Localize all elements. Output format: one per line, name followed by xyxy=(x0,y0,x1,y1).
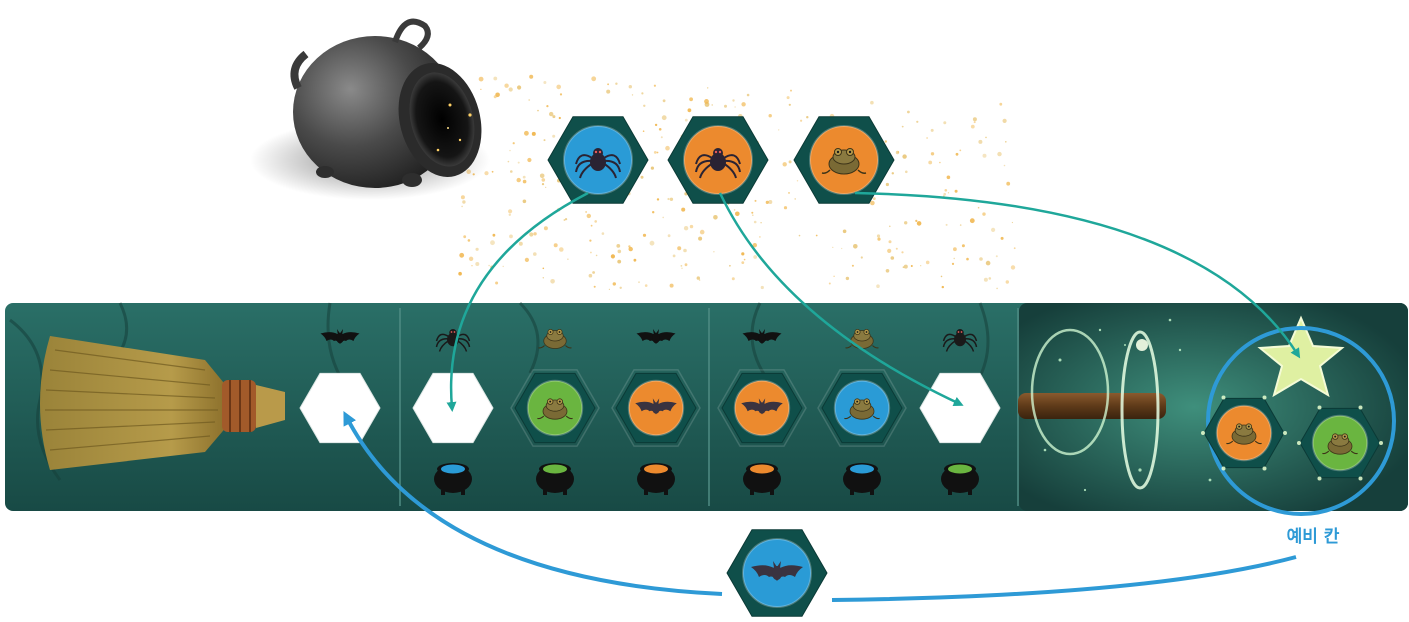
broom-image xyxy=(40,336,285,470)
magic-wand xyxy=(1018,328,1166,490)
cauldron-image xyxy=(250,18,490,200)
toad-icon xyxy=(844,398,880,420)
bat-icon xyxy=(320,329,360,344)
empty-hex-slot[interactable] xyxy=(919,372,1001,444)
arrow-blue-left xyxy=(343,411,723,596)
bat-icon xyxy=(751,561,803,581)
arrow-spider-orange-to-space xyxy=(718,192,964,406)
cauldron-icon xyxy=(743,463,781,495)
cauldron-icon xyxy=(434,463,472,495)
cauldron-icon xyxy=(941,463,979,495)
arrow-blue-right xyxy=(831,555,1297,602)
toad-icon xyxy=(538,329,572,349)
bat-icon xyxy=(742,329,782,344)
toad-icon xyxy=(821,148,867,175)
spider-icon xyxy=(942,329,978,352)
track-space[interactable] xyxy=(817,329,907,495)
toad-icon xyxy=(1322,433,1358,455)
track-token[interactable] xyxy=(821,372,903,444)
track-space[interactable] xyxy=(717,329,807,495)
toad-icon xyxy=(537,398,573,420)
drawn-token[interactable] xyxy=(793,116,895,204)
returning-token xyxy=(726,529,828,617)
toad-icon xyxy=(1226,423,1262,445)
token-layer xyxy=(547,116,1383,481)
drawn-token[interactable] xyxy=(667,116,769,204)
magic-sparkles xyxy=(1043,318,1212,492)
arrow-spider-blue-to-space xyxy=(446,191,589,412)
move-arrows xyxy=(343,191,1301,602)
cauldron-icon xyxy=(843,463,881,495)
track-token[interactable] xyxy=(514,372,596,444)
track-token[interactable] xyxy=(721,372,803,444)
reserve-area-outline xyxy=(1206,326,1396,516)
bat-icon xyxy=(635,398,677,415)
returning-bat-token[interactable] xyxy=(726,529,828,617)
track-space[interactable] xyxy=(299,329,381,444)
bat-icon xyxy=(741,398,783,415)
reserve-token[interactable] xyxy=(1299,407,1381,479)
spider-icon xyxy=(695,148,741,179)
spider-icon xyxy=(575,148,621,179)
arrow-toad-to-reserve xyxy=(854,191,1301,359)
track-space[interactable] xyxy=(510,329,600,495)
cauldron-icon xyxy=(536,463,574,495)
track-space[interactable] xyxy=(611,329,701,495)
cauldron-icon xyxy=(637,463,675,495)
bat-icon xyxy=(636,329,676,344)
reserve-label: 예비 칸 xyxy=(1286,527,1340,547)
track-space[interactable] xyxy=(919,329,1001,495)
drawn-token[interactable] xyxy=(547,116,649,204)
reserve-token[interactable] xyxy=(1203,397,1285,469)
track-token[interactable] xyxy=(615,372,697,444)
star-icon xyxy=(1257,315,1345,398)
